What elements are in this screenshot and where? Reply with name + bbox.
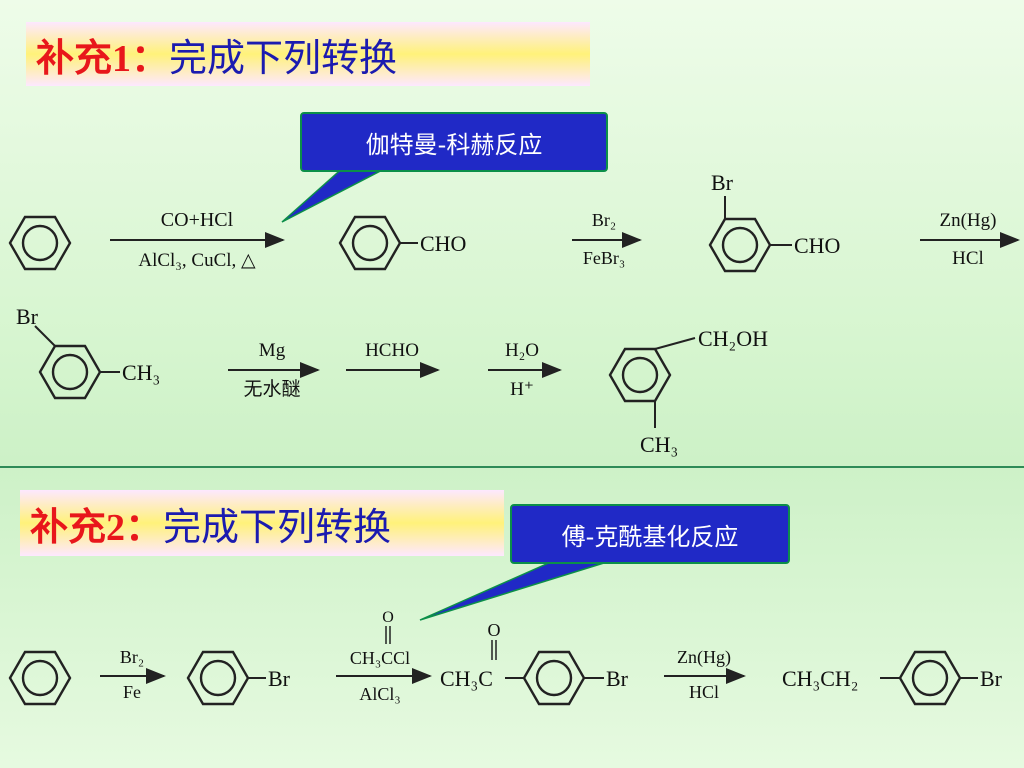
bromobenzaldehyde-ring (708, 196, 792, 273)
callout-friedel-crafts: 傅-克酰基化反应 (510, 504, 790, 564)
bromoacetophenone-ring (505, 650, 604, 706)
section-divider (0, 466, 1024, 468)
reagent-label: CH₃CCl (350, 648, 410, 668)
benzene-ring (8, 650, 72, 706)
substituent-label: CH₃ (122, 360, 160, 385)
bromotoluene-ring (34, 325, 120, 400)
reagent-label: H⁺ (510, 379, 534, 400)
reagent-label: H₂O (505, 340, 539, 361)
bromobenzene-ring (186, 650, 266, 706)
reagent-label: HCHO (365, 340, 419, 361)
reagent-label: Fe (123, 682, 141, 702)
substituent-label: O (488, 620, 501, 640)
substituent-label: Br (980, 666, 1003, 691)
reagent-label: Mg (259, 340, 286, 361)
supplement-1-label: 补充1： (36, 37, 170, 80)
reagent-label: Zn(Hg) (677, 647, 731, 668)
reagent-label: Zn(Hg) (940, 210, 997, 231)
reagent-label: AlCl₃, CuCl, △ (138, 250, 256, 271)
reagent-label: CO+HCl (161, 209, 234, 231)
substituent-label: Br (268, 666, 291, 691)
product-ring (608, 337, 696, 428)
callout-2-pointer (419, 557, 621, 621)
reagent-label: 无水醚 (243, 378, 300, 400)
callout-1-pointer (281, 165, 391, 223)
substituent-label: CHO (420, 231, 466, 256)
substituent-label: Br (711, 170, 734, 195)
supplement-2-title: 补充2： 完成下列转换 (20, 490, 504, 556)
supplement-1-text: 完成下列转换 (169, 35, 398, 80)
substituent-label: CH₃ (640, 432, 678, 457)
reagent-label: O (382, 609, 394, 626)
reagent-label: Br₂ (120, 647, 144, 667)
bromoethylbenzene-ring (880, 650, 978, 706)
benzene-ring (8, 215, 72, 271)
substituent-label: CH₂OH (698, 326, 768, 351)
substituent-label: Br (16, 304, 39, 329)
substituent-label: CH₃C (440, 666, 493, 691)
reagent-label: AlCl₃ (359, 684, 400, 704)
callout-gattermann-koch: 伽特曼-科赫反应 (300, 112, 608, 172)
benzaldehyde-ring (338, 215, 418, 271)
substituent-label: CH₃CH₂ (782, 666, 858, 691)
substituent-label: Br (606, 666, 629, 691)
supplement-2-label: 补充2： (30, 506, 164, 549)
reagent-label: HCl (689, 682, 719, 702)
reagent-label: HCl (952, 248, 984, 269)
reagent-label: Br₂ (592, 210, 616, 230)
supplement-1-title: 补充1： 完成下列转换 (26, 22, 590, 86)
callout-1-text: 伽特曼-科赫反应 (365, 130, 543, 159)
supplement-2-text: 完成下列转换 (163, 504, 392, 549)
callout-2-text: 傅-克酰基化反应 (561, 522, 739, 551)
substituent-label: CHO (794, 233, 840, 258)
reagent-label: FeBr₃ (583, 248, 625, 268)
